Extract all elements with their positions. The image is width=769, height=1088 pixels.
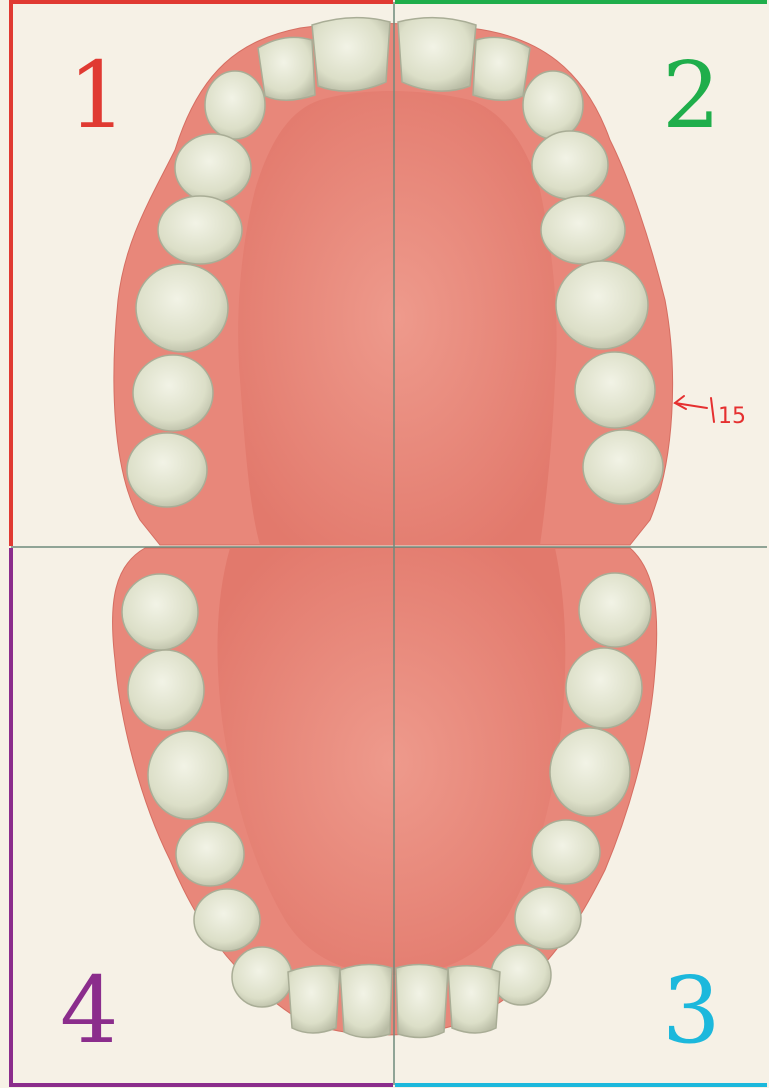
tooth[interactable] (232, 947, 292, 1007)
tooth[interactable] (448, 966, 500, 1033)
tooth[interactable] (194, 889, 260, 951)
tooth[interactable] (148, 731, 228, 819)
tooth[interactable] (550, 728, 630, 816)
tooth[interactable] (566, 648, 642, 728)
tooth[interactable] (532, 820, 600, 884)
tooth[interactable] (128, 650, 204, 730)
tooth[interactable] (136, 264, 228, 352)
quadrant-1-label: 1 (68, 50, 127, 142)
tooth[interactable] (575, 352, 655, 428)
tooth[interactable] (556, 261, 648, 349)
tooth[interactable] (288, 966, 340, 1033)
tooth[interactable] (205, 71, 265, 139)
tooth[interactable] (258, 37, 315, 100)
tooth[interactable] (579, 573, 651, 647)
tooth[interactable] (176, 822, 244, 886)
upper-palate (238, 91, 556, 545)
tooth[interactable] (175, 134, 251, 202)
quadrant-4-label: 4 (60, 965, 119, 1057)
tooth[interactable] (340, 964, 392, 1037)
tooth[interactable] (398, 18, 476, 91)
tooth[interactable] (541, 196, 625, 264)
quadrant-3-label: 3 (662, 965, 721, 1057)
tooth[interactable] (312, 18, 390, 91)
quadrant-2-label: 2 (662, 50, 721, 142)
annotation-arrow (675, 396, 714, 422)
tooth[interactable] (515, 887, 581, 949)
tooth[interactable] (523, 71, 583, 139)
tooth[interactable] (127, 433, 207, 507)
tooth[interactable] (158, 196, 242, 264)
tooth[interactable] (583, 430, 663, 504)
tooth[interactable] (122, 574, 198, 650)
tooth[interactable] (473, 37, 530, 100)
tooth[interactable] (396, 964, 448, 1037)
annotation-text: 15 (718, 404, 746, 429)
tooth[interactable] (133, 355, 213, 431)
tooth[interactable] (532, 131, 608, 199)
